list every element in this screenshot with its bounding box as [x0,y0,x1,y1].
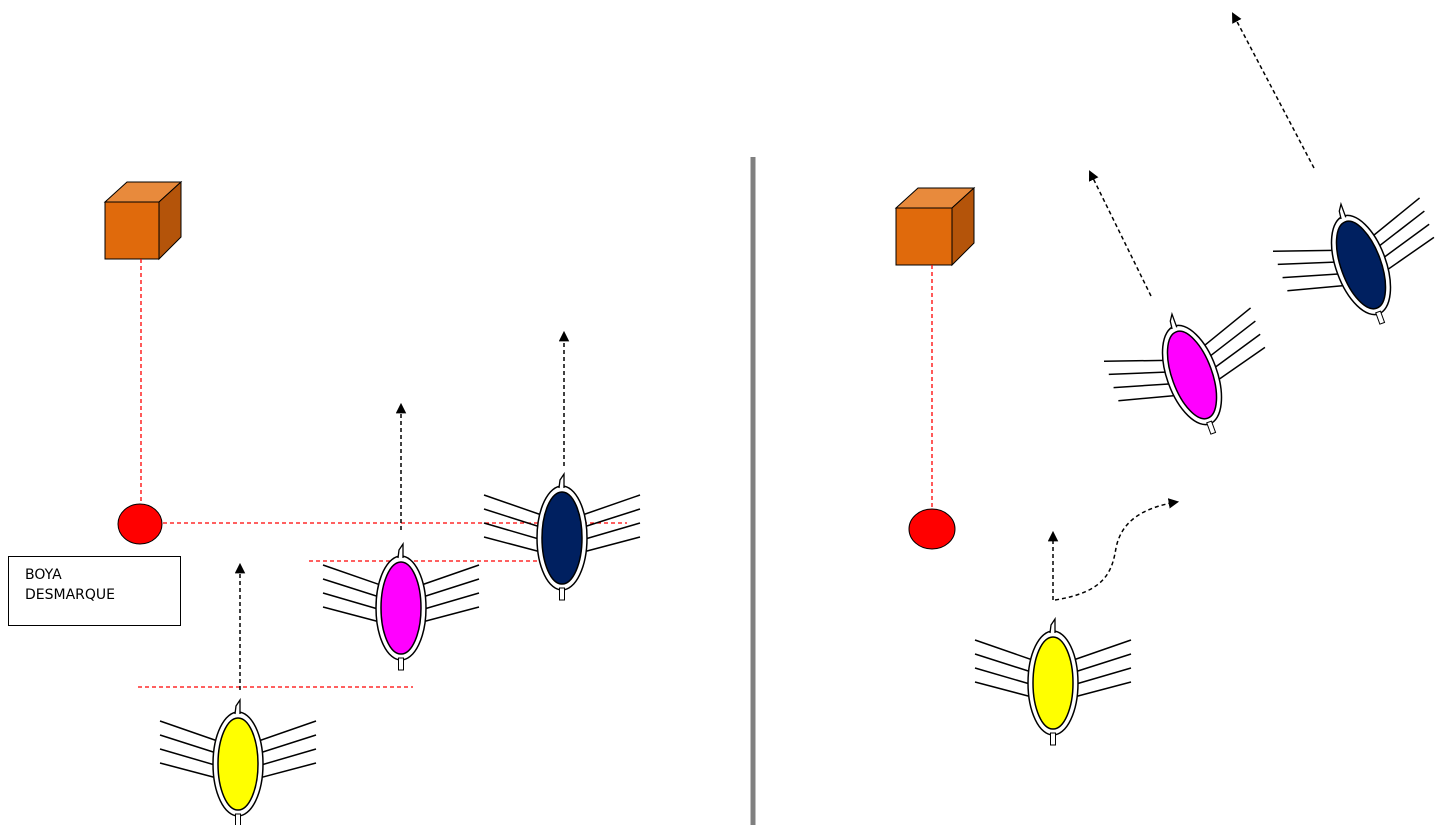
boat-yellow [159,699,317,825]
boat-navy [483,473,641,601]
buoy-icon [908,508,956,550]
boat-magenta [322,543,480,671]
arrow-icon [1054,498,1180,601]
arrow-icon [1088,170,1152,297]
committee-boat-icon [894,186,976,267]
buoy-icon [117,503,163,545]
arrow-icon [1232,12,1315,169]
right-panel [894,12,1456,746]
boat-yellow [974,618,1132,746]
boat-magenta [1096,287,1288,461]
left-panel [103,180,641,825]
boat-navy [1265,177,1456,351]
buoy-label-line2: DESMARQUE [25,587,116,603]
buoy-label-line1: BOYA [25,567,62,583]
buoy-label: BOYA DESMARQUE [8,556,181,626]
committee-boat-icon [103,180,183,261]
